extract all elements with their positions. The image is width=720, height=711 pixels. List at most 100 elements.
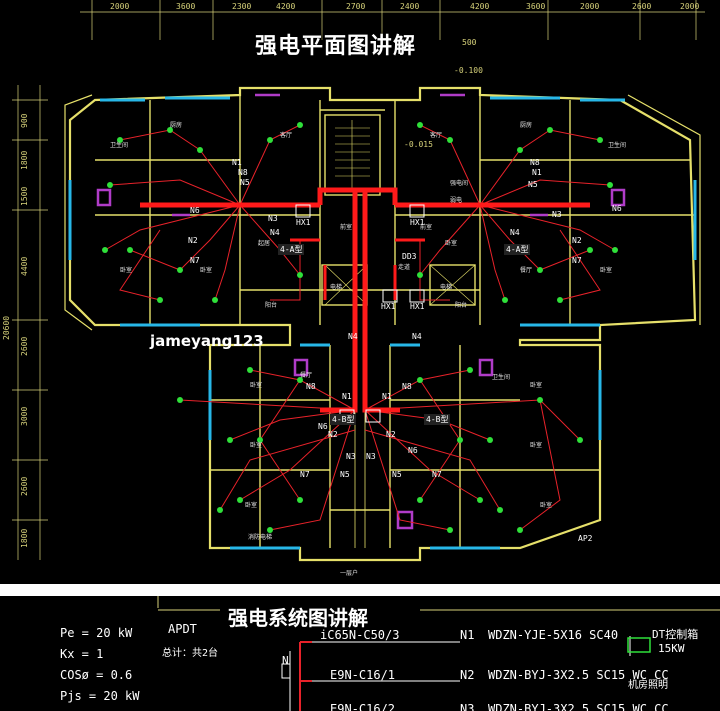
phase-label: N bbox=[282, 654, 289, 667]
room-label: 客厅 bbox=[280, 132, 293, 139]
dim-top-4: 4200 bbox=[276, 2, 296, 11]
light-fixtures bbox=[102, 122, 618, 533]
box-label: DD3 bbox=[402, 252, 417, 261]
dim-left-5: 2600 bbox=[20, 336, 29, 356]
box-label: AP2 bbox=[578, 534, 593, 543]
circuit-label: N6 bbox=[612, 204, 622, 213]
plan-title: 强电平面图讲解 bbox=[255, 34, 417, 59]
dim-left-6: 3000 bbox=[20, 406, 29, 426]
circuit-label: N7 bbox=[300, 470, 310, 479]
room-label: 阳台 bbox=[455, 302, 468, 309]
breaker-3: E9N-C16/2 bbox=[330, 702, 396, 711]
apdt-label: APDT bbox=[168, 622, 197, 636]
level-mark-1: 500 bbox=[462, 38, 477, 47]
circuit-label: N5 bbox=[392, 470, 402, 479]
circuit-label: N4 bbox=[510, 228, 520, 237]
room-label: 餐厅 bbox=[300, 372, 313, 379]
room-label: 卧室 bbox=[250, 382, 263, 389]
circuit-label: N6 bbox=[190, 206, 200, 215]
room-label: 消防电梯 bbox=[248, 534, 273, 541]
room-label: 卧室 bbox=[200, 267, 213, 274]
level-mark-2: -0.100 bbox=[454, 66, 483, 75]
dim-top-7: 4200 bbox=[470, 2, 490, 11]
circuit-label: N8 bbox=[238, 168, 248, 177]
room-label: 强电间 bbox=[450, 180, 469, 187]
load-2: 机房照明 bbox=[628, 680, 668, 691]
circuit-label: N5 bbox=[340, 470, 350, 479]
load-1: DT控制箱 bbox=[652, 628, 699, 641]
circuit-label: N8 bbox=[402, 382, 412, 391]
dim-left-7: 2600 bbox=[20, 476, 29, 496]
dim-left-4: 4400 bbox=[20, 256, 29, 276]
branch-circuits bbox=[104, 124, 616, 531]
windows bbox=[68, 96, 697, 550]
circuit-label: N3 bbox=[552, 210, 562, 219]
cable-3: WDZN-BYJ-3X2.5 SC15 WC CC bbox=[488, 702, 669, 711]
room-label: 卧室 bbox=[530, 442, 543, 449]
dim-left-1: 900 bbox=[20, 113, 29, 128]
room-label: 厨房 bbox=[520, 122, 533, 129]
room-label: 阳台 bbox=[265, 302, 278, 309]
circuit-label: N8 bbox=[530, 158, 540, 167]
room-label: 卧室 bbox=[245, 502, 258, 509]
circuit-2: N2 bbox=[460, 668, 475, 682]
room-label: 前室 bbox=[420, 224, 433, 231]
param-kx: Kx = 1 bbox=[60, 647, 104, 661]
param-pe: Pe = 20 kW bbox=[60, 626, 133, 640]
room-label: 弱电 bbox=[450, 197, 463, 204]
circuit-label: N6 bbox=[408, 446, 418, 455]
circuit-label: N7 bbox=[572, 256, 582, 265]
circuit-label: N2 bbox=[188, 236, 198, 245]
room-label: 起居 bbox=[258, 240, 271, 247]
circuit-1: N1 bbox=[460, 628, 475, 642]
circuit-label: N2 bbox=[328, 430, 338, 439]
dim-top-3: 2300 bbox=[232, 2, 252, 11]
floor-plan-panel: 2000 3600 2300 4200 2700 2400 4200 3600 … bbox=[0, 0, 720, 584]
circuit-label: N2 bbox=[572, 236, 582, 245]
circuit-label: N7 bbox=[432, 470, 442, 479]
circuit-3: N3 bbox=[460, 702, 475, 711]
doors bbox=[96, 93, 626, 530]
circuit-label: N3 bbox=[346, 452, 356, 461]
circuit-label: N5 bbox=[528, 180, 538, 189]
circuit-label: N3 bbox=[366, 452, 376, 461]
circuit-label: N4 bbox=[348, 332, 358, 341]
floor-plan-drawing bbox=[12, 0, 705, 562]
panel-separator bbox=[0, 584, 720, 596]
circuit-label: N7 bbox=[190, 256, 200, 265]
system-diagram-panel: 强电系统图讲解 Pe = 20 kW Kx = 1 COSø = 0.6 Pjs… bbox=[0, 596, 720, 711]
dim-top-2: 3600 bbox=[176, 2, 196, 11]
room-label: 一层户 bbox=[340, 570, 359, 577]
dim-top-5: 2700 bbox=[346, 2, 366, 11]
param-pjs: Pjs = 20 kW bbox=[60, 689, 140, 703]
circuit-label: N8 bbox=[306, 382, 316, 391]
breaker-1: iC65N-C50/3 bbox=[320, 628, 400, 642]
unit-tag: 4-A型 bbox=[504, 244, 531, 255]
stair-hatching bbox=[324, 120, 476, 306]
room-label: 电梯 bbox=[440, 284, 453, 291]
unit-tag: 4-A型 bbox=[278, 244, 305, 255]
circuit-label: N2 bbox=[386, 430, 396, 439]
dim-top-10: 2600 bbox=[632, 2, 652, 11]
circuit-label: N1 bbox=[532, 168, 542, 177]
circuit-label: N4 bbox=[412, 332, 422, 341]
main-trunk-cables bbox=[140, 187, 590, 413]
room-label: 卧室 bbox=[250, 442, 263, 449]
interior-walls bbox=[95, 95, 695, 548]
circuit-label: N1 bbox=[382, 392, 392, 401]
dim-top-11: 2000 bbox=[680, 2, 700, 11]
breaker-2: E9N-C16/1 bbox=[330, 668, 396, 682]
room-label: 客厅 bbox=[430, 132, 443, 139]
box-label: HX1 bbox=[296, 218, 311, 227]
dimension-lines bbox=[12, 0, 705, 560]
room-label: 卧室 bbox=[540, 502, 553, 509]
box-label: HX1 bbox=[410, 302, 425, 311]
room-label: 卧室 bbox=[530, 382, 543, 389]
room-label: 餐厅 bbox=[520, 267, 533, 274]
param-cos: COSø = 0.6 bbox=[60, 668, 133, 682]
circuit-label: N1 bbox=[232, 158, 242, 167]
room-label: 卫生间 bbox=[492, 374, 511, 381]
dim-left-3: 1500 bbox=[20, 186, 29, 206]
watermark: jameyang123 bbox=[150, 332, 264, 350]
system-title: 强电系统图讲解 bbox=[228, 606, 368, 630]
